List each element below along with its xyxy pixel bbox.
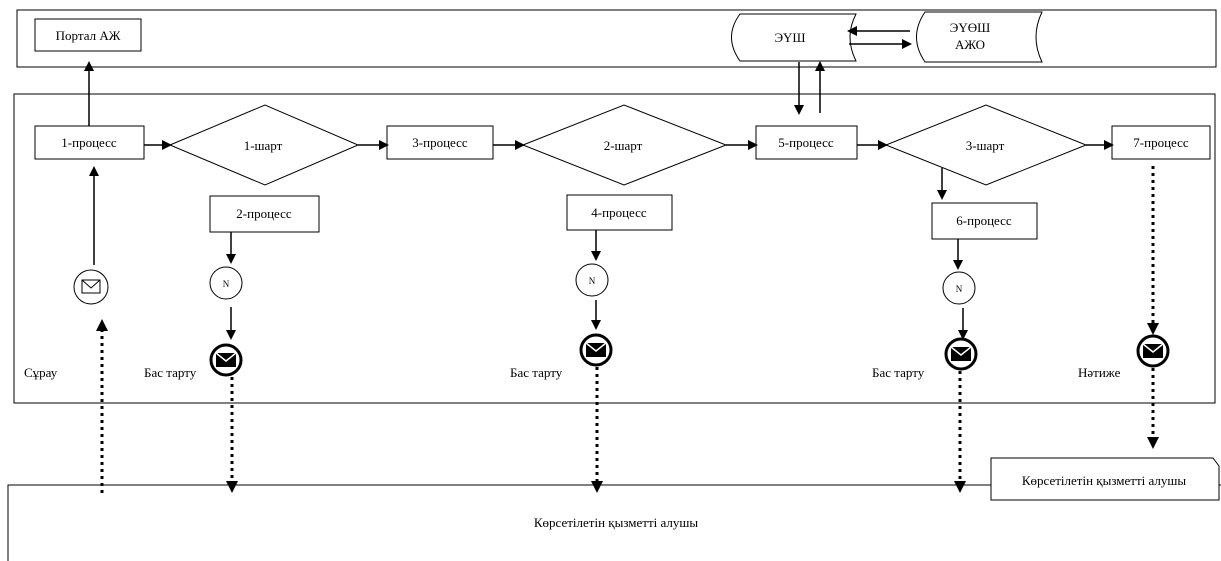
euosh-label-line2: АЖО <box>955 37 985 52</box>
condition-2-label: 2-шарт <box>604 138 643 153</box>
result-label: Нәтиже <box>1078 365 1121 380</box>
n-symbol-3: N <box>956 284 963 294</box>
process-1-label: 1-процесс <box>61 135 117 150</box>
result-message-icon <box>1136 334 1170 368</box>
n-symbol-2: N <box>589 276 596 286</box>
refusal-2-message-icon <box>579 333 613 367</box>
process-7-box <box>1111 125 1211 160</box>
recipient-small-label: Көрсетілетін қызметті алушы <box>1022 473 1187 488</box>
process-7-label: 7-процесс <box>1133 135 1189 150</box>
process-6-box <box>931 202 1038 240</box>
portal-label: Портал АЖ <box>56 28 121 43</box>
eush-label: ЭҮШ <box>774 30 805 45</box>
process-4-label: 4-процесс <box>591 205 647 220</box>
condition-3-label: 3-шарт <box>966 138 1005 153</box>
intermediate-event-1 <box>209 266 243 300</box>
intermediate-event-3 <box>942 271 976 305</box>
refusal-1-message-icon <box>209 343 243 377</box>
process-5-box <box>755 125 858 160</box>
request-message-icon <box>73 269 109 305</box>
process-1-box <box>34 125 145 160</box>
n-symbol-1: N <box>223 279 230 289</box>
eush-storage-shape <box>731 13 857 62</box>
process-3-label: 3-процесс <box>412 135 468 150</box>
main-lane <box>13 93 1216 404</box>
euosh-storage-shape <box>916 11 1043 63</box>
bottom-lane <box>7 484 1221 561</box>
refusal-3-message-icon <box>944 337 978 371</box>
process-2-label: 2-процесс <box>236 206 292 221</box>
condition-1-label: 1-шарт <box>244 138 283 153</box>
process-4-box <box>566 194 673 231</box>
refusal-2-label: Бас тарту <box>510 365 563 380</box>
top-lane <box>16 9 1217 68</box>
process-6-label: 6-процесс <box>956 213 1012 228</box>
euosh-label-line1: ЭҮӨШ <box>950 20 990 35</box>
recipient-document-box <box>990 457 1220 501</box>
refusal-1-label: Бас тарту <box>144 365 197 380</box>
process-5-label: 5-процесс <box>778 135 834 150</box>
intermediate-event-2 <box>575 263 609 297</box>
process-2-box <box>209 195 320 233</box>
portal-box <box>34 18 142 52</box>
recipient-lane-label: Көрсетілетін қызметті алушы <box>534 515 699 530</box>
request-label: Сұрау <box>24 365 58 380</box>
refusal-3-label: Бас тарту <box>872 365 925 380</box>
